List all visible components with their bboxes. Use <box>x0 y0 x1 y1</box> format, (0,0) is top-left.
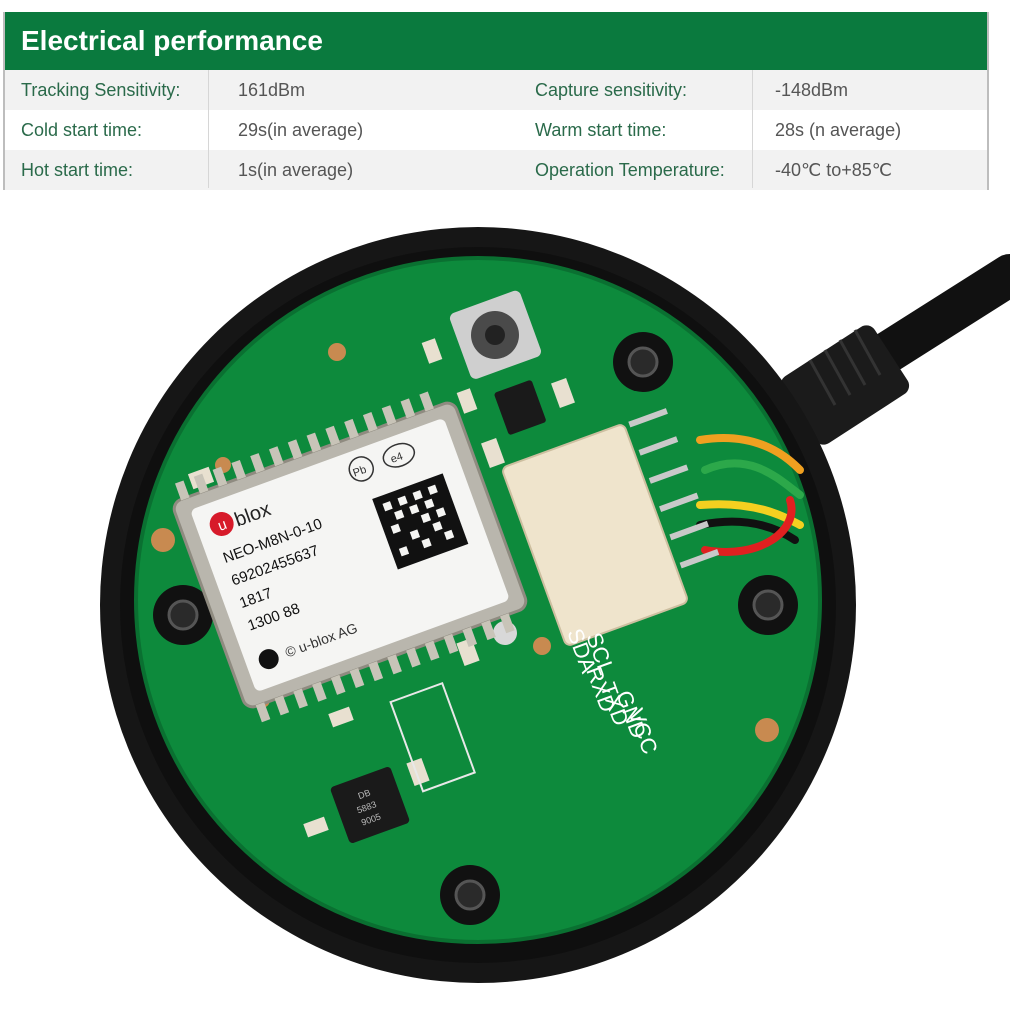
row-label: Warm start time: <box>535 120 667 140</box>
row-value: 1s(in average) <box>238 160 354 180</box>
chip-line1: DB <box>357 787 372 801</box>
row-value: -148dBm <box>775 80 849 100</box>
e4-mark: e4 <box>389 450 405 465</box>
connector <box>502 408 720 646</box>
table-row: Tracking Sensitivity: 161dBm Capture sen… <box>5 70 987 110</box>
table-title: Electrical performance <box>5 12 987 70</box>
gps-module-photo: u blox NEO-M8N-0-10 69202455637 1817 130… <box>100 227 1010 983</box>
mounting-holes <box>153 332 798 925</box>
row-value: 28s (n average) <box>775 120 902 140</box>
column-divider <box>752 70 753 188</box>
cable <box>779 254 1010 445</box>
row-label: Hot start time: <box>21 160 134 180</box>
table-row: Cold start time: 29s(in average) Warm st… <box>5 110 987 150</box>
vias <box>151 343 779 742</box>
row-value: -40℃ to+85℃ <box>775 160 892 180</box>
datamatrix-code <box>372 473 469 570</box>
row-label: Operation Temperature: <box>535 160 725 180</box>
magnetometer-chip: DB 5883 9005 <box>330 766 410 844</box>
row-value: 29s(in average) <box>238 120 364 140</box>
antenna-connector <box>449 290 541 379</box>
row-value: 161dBm <box>238 80 306 100</box>
row-label: Capture sensitivity: <box>535 80 688 100</box>
table-row: Hot start time: 1s(in average) Operation… <box>5 150 987 190</box>
wires <box>696 434 804 556</box>
row-label: Cold start time: <box>21 120 143 140</box>
electrical-performance-table: Electrical performance Tracking Sensitiv… <box>3 12 989 190</box>
ublox-module: u blox NEO-M8N-0-10 69202455637 1817 130… <box>172 391 528 723</box>
pb-free-mark: Pb <box>351 464 368 480</box>
ublox-logo-icon <box>209 512 234 537</box>
row-label: Tracking Sensitivity: <box>21 80 181 100</box>
column-divider <box>208 70 209 188</box>
